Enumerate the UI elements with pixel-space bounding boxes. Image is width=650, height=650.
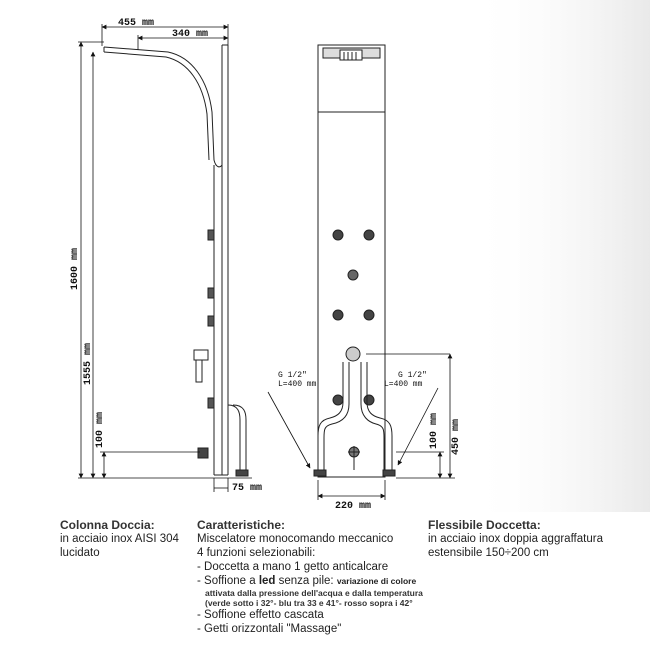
dim-base-left: 100 mm (95, 412, 106, 448)
technical-drawing: 455 mm 340 mm 1600 mm 1555 mm 100 mm 75 … (70, 0, 650, 512)
caratteristiche-line: Miscelatore monocomando meccanico (197, 533, 394, 545)
caratteristiche-title: Caratteristiche: (197, 518, 286, 532)
caratteristiche-line: 4 funzioni selezionabili: (197, 547, 316, 559)
flessibile-title: Flessibile Doccetta: (428, 518, 541, 532)
massage-jets (332, 229, 375, 406)
front-plumbing (313, 346, 396, 477)
feature-cascade: - Soffione effetto cascata (197, 609, 324, 621)
feature-hand-shower: - Doccetta a mano 1 getto anticalcare (197, 561, 389, 573)
feature-led-note: variazione di colore (336, 576, 417, 586)
column-colonna: Colonna Doccia: in acciaio inox AISI 304… (60, 518, 195, 560)
feature-led-head: - Soffione a led senza pile: variazione … (197, 574, 425, 588)
feature-led-bold: led (258, 575, 276, 587)
inlet-left-thread: G 1/2" (278, 371, 307, 380)
side-dimensions (78, 24, 252, 492)
feature-massage: - Getti orizzontali "Massage" (197, 623, 342, 635)
dim-width: 220 mm (335, 501, 371, 512)
dim-inlet-height: 450 mm (451, 419, 462, 455)
front-view (317, 44, 386, 478)
flessibile-line: estensibile 150÷200 cm (428, 547, 549, 559)
colonna-line: lucidato (60, 547, 100, 559)
front-dimensions (267, 353, 455, 500)
feature-led-prefix: - Soffione a (197, 575, 259, 587)
dim-total-reach: 455 mm (118, 18, 154, 29)
colonna-title: Colonna Doccia: (60, 518, 155, 532)
feature-led-suffix: senza pile: (275, 575, 337, 587)
column-caratteristiche: Caratteristiche: Miscelatore monocomando… (197, 518, 425, 636)
colonna-line: in acciaio inox AISI 304 (60, 533, 179, 545)
side-view (103, 44, 249, 477)
inlet-right-length: L=400 mm (384, 380, 423, 389)
inlet-left-length: L=400 mm (278, 380, 317, 389)
dim-height-outlet: 1555 mm (83, 343, 94, 385)
flessibile-line: in acciaio inox doppia aggraffatura (428, 533, 603, 545)
dim-head-reach: 340 mm (172, 29, 208, 40)
column-flessibile: Flessibile Doccetta: in acciaio inox dop… (428, 518, 643, 560)
inlet-right-thread: G 1/2" (398, 371, 427, 380)
feature-led-note: attivata dalla pressione dell'acqua e da… (205, 588, 423, 598)
dim-height-total: 1600 mm (70, 248, 81, 290)
feature-led-note: (verde sotto i 32°- blu tra 33 e 41°- ro… (205, 598, 413, 608)
dim-base-right: 100 mm (429, 413, 440, 449)
dim-depth: 75 mm (232, 483, 262, 494)
